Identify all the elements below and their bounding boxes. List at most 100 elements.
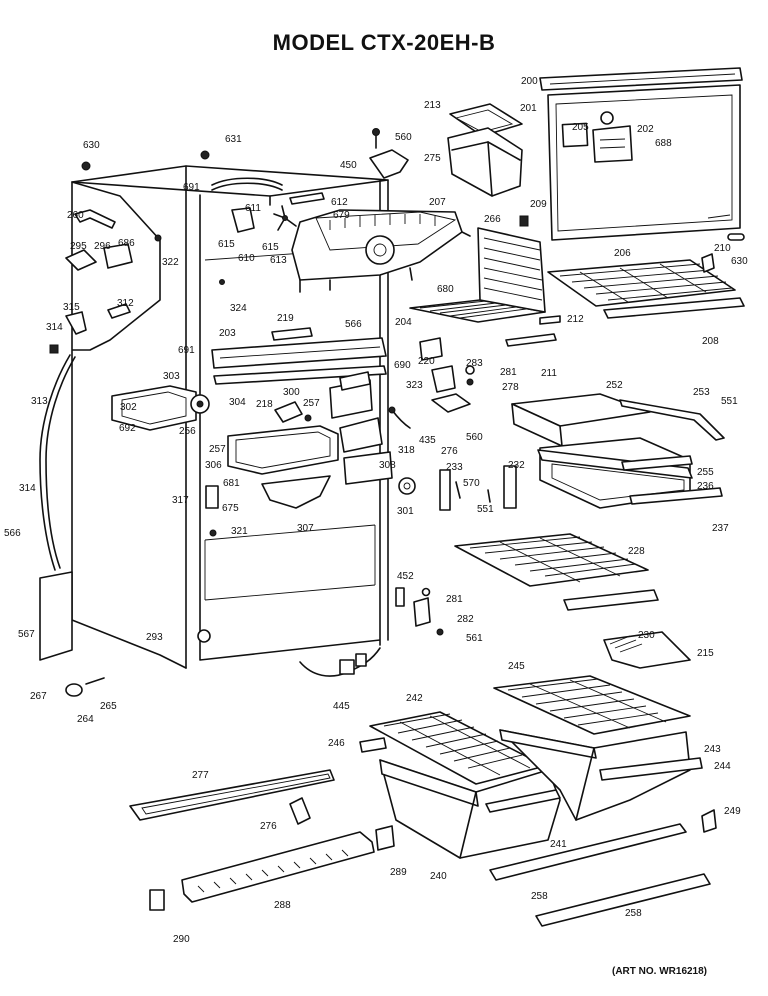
rail-232: [503, 465, 517, 509]
part-label-265: 265: [100, 701, 117, 712]
screw-322: [154, 234, 162, 242]
part-label-253: 253: [693, 387, 710, 398]
part-label-206: 206: [614, 248, 631, 259]
part-label-258: 258: [531, 891, 548, 902]
part-label-323: 323: [406, 380, 423, 391]
part-label-276: 276: [260, 821, 277, 832]
part-label-241: 241: [550, 839, 567, 850]
screw-631: [200, 150, 210, 160]
part-label-630: 630: [731, 256, 748, 267]
part-label-680: 680: [437, 284, 454, 295]
crisper-cover-215: [603, 631, 691, 669]
part-label-566: 566: [4, 528, 21, 539]
part-label-215: 215: [697, 648, 714, 659]
bracket-452: [395, 587, 405, 607]
part-label-566: 566: [345, 319, 362, 330]
part-label-233: 233: [446, 462, 463, 473]
part-label-208: 208: [702, 336, 719, 347]
part-label-200: 200: [521, 76, 538, 87]
part-label-249: 249: [724, 806, 741, 817]
part-label-232: 232: [508, 460, 525, 471]
thermostat-296: [103, 243, 133, 269]
support-253: [619, 399, 725, 441]
handle-244: [599, 757, 703, 781]
knob-295: [65, 249, 97, 271]
part-label-630: 630: [83, 140, 100, 151]
part-label-242: 242: [406, 693, 423, 704]
part-label-278: 278: [502, 382, 519, 393]
part-label-244: 244: [714, 761, 731, 772]
cover-267: [39, 571, 73, 661]
part-label-322: 322: [162, 257, 179, 268]
bracket-220: [419, 337, 443, 361]
bucket-lid-213: [449, 103, 523, 137]
clip-314: [49, 344, 59, 354]
part-label-561: 561: [466, 633, 483, 644]
part-label-551: 551: [721, 396, 738, 407]
tube-435: [391, 409, 411, 429]
handle-255: [621, 455, 693, 471]
part-label-266: 266: [484, 214, 501, 225]
part-label-256: 256: [179, 426, 196, 437]
part-label-213: 213: [424, 100, 441, 111]
crisper-cover-245: [493, 675, 691, 735]
liner-panel-201: [547, 84, 741, 241]
part-label-220: 220: [418, 356, 435, 367]
part-label-212: 212: [567, 314, 584, 325]
rail-218: [213, 365, 387, 385]
housing-306: [227, 425, 339, 475]
bracket-612: [289, 192, 325, 205]
crisper-pan-240: [379, 759, 561, 859]
part-label-318: 318: [398, 445, 415, 456]
part-label-243: 243: [704, 744, 721, 755]
part-label-300: 300: [283, 387, 300, 398]
screw-630b: [727, 233, 745, 241]
icemaker-207: [291, 209, 471, 293]
part-label-321: 321: [231, 526, 248, 537]
part-label-260: 260: [67, 210, 84, 221]
part-label-692: 692: [119, 423, 136, 434]
part-label-688: 688: [655, 138, 672, 149]
part-label-255: 255: [697, 467, 714, 478]
part-label-275: 275: [424, 153, 441, 164]
hinge-283: [431, 365, 456, 393]
part-label-686: 686: [118, 238, 135, 249]
part-label-560: 560: [466, 432, 483, 443]
part-label-267: 267: [30, 691, 47, 702]
screw-324: [219, 279, 225, 285]
part-label-257: 257: [209, 444, 226, 455]
panel-308: [343, 451, 393, 485]
part-label-257: 257: [303, 398, 320, 409]
part-label-306: 306: [205, 460, 222, 471]
part-label-324: 324: [230, 303, 247, 314]
part-label-290: 290: [173, 934, 190, 945]
tube-312: [107, 303, 131, 319]
part-label-246: 246: [328, 738, 345, 749]
part-label-301: 301: [397, 506, 414, 517]
ice-bucket-266: [447, 127, 523, 197]
light-socket-301: [398, 477, 416, 495]
drain-pan-307: [261, 475, 331, 509]
part-label-615: 615: [218, 239, 235, 250]
roller-264: [65, 683, 83, 697]
part-label-205: 205: [572, 122, 589, 133]
valve-315: [65, 311, 87, 335]
part-label-277: 277: [192, 770, 209, 781]
part-label-615: 615: [262, 242, 279, 253]
screw-630: [81, 161, 91, 171]
part-label-317: 317: [172, 495, 189, 506]
light-shield-200: [539, 67, 743, 91]
part-label-312: 312: [117, 298, 134, 309]
screw-265: [85, 677, 105, 685]
bushing-281: [465, 365, 475, 375]
part-label-450: 450: [340, 160, 357, 171]
hinge-278: [289, 797, 311, 825]
part-label-675: 675: [222, 503, 239, 514]
part-label-289: 289: [390, 867, 407, 878]
handle-241: [485, 789, 561, 813]
part-label-570: 570: [463, 478, 480, 489]
part-label-240: 240: [430, 871, 447, 882]
part-label-314: 314: [19, 483, 36, 494]
part-label-313: 313: [31, 396, 48, 407]
